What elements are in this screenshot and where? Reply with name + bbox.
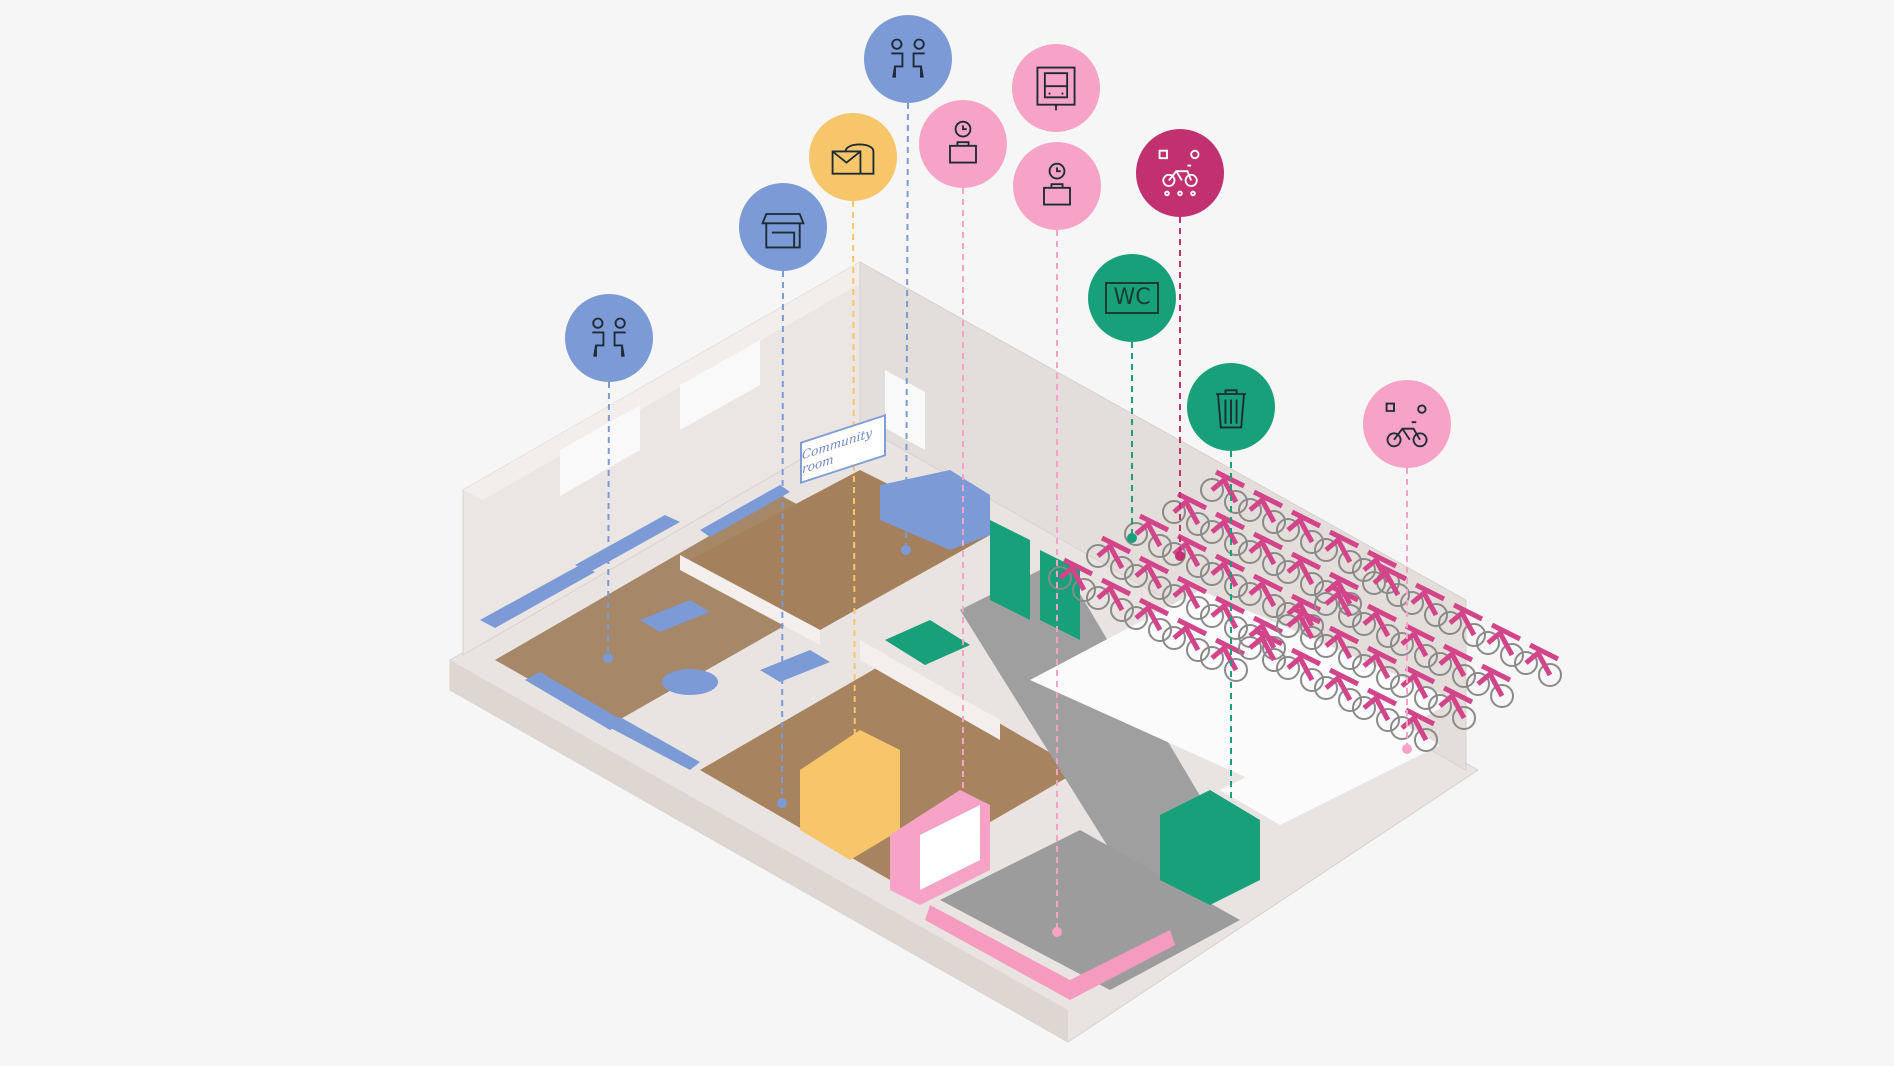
bike	[1314, 625, 1362, 670]
bus-pin[interactable]	[1012, 44, 1100, 132]
green-elements	[885, 520, 1260, 905]
bus-stop-icon	[1036, 66, 1076, 111]
bike	[1362, 562, 1410, 607]
bike	[1466, 663, 1514, 708]
wc-icon: WC	[1105, 282, 1159, 314]
bike	[1086, 577, 1134, 622]
meeting-top-leader-line	[905, 102, 909, 551]
meeting-top-pin[interactable]	[864, 15, 952, 103]
leader-lines	[603, 102, 1412, 937]
bike	[1200, 511, 1248, 556]
bike	[1162, 575, 1210, 620]
bike	[1162, 491, 1210, 536]
bike	[1428, 643, 1476, 688]
bike	[1276, 509, 1324, 554]
people-talking-icon	[592, 317, 626, 357]
clock-briefcase-icon	[949, 120, 977, 164]
luggage-2-pin[interactable]	[1013, 142, 1101, 230]
clock-briefcase-icon	[1043, 162, 1071, 206]
market-stall-icon	[761, 213, 805, 249]
parcel-pin[interactable]	[809, 113, 897, 201]
bike	[1352, 687, 1400, 732]
bike	[1238, 489, 1286, 534]
bike	[1238, 531, 1286, 576]
bike-racks	[1048, 469, 1562, 752]
bike	[1276, 605, 1324, 650]
bike	[1048, 557, 1096, 602]
trash-anchor-dot	[1226, 828, 1236, 838]
parcel-anchor-dot	[850, 786, 860, 796]
bike	[1314, 529, 1362, 574]
bike	[1162, 533, 1210, 578]
bike	[1124, 597, 1172, 642]
bike-share-pin[interactable]	[1136, 129, 1224, 217]
bike-share-anchor-dot	[1175, 551, 1185, 561]
bike	[1086, 535, 1134, 580]
bike-parking-anchor-dot	[1402, 744, 1412, 754]
meeting-left-anchor-dot	[603, 653, 613, 663]
meeting-left-pin[interactable]	[565, 294, 653, 382]
kiosk-pin[interactable]	[739, 183, 827, 271]
bike	[1438, 602, 1486, 647]
bike-parking-people-icon	[1158, 149, 1200, 197]
bike	[1238, 573, 1286, 618]
bike	[1276, 647, 1324, 692]
bike	[1476, 622, 1524, 667]
trash-pin[interactable]	[1187, 363, 1275, 451]
bike	[1514, 642, 1562, 687]
bike	[1314, 667, 1362, 712]
bike	[1428, 685, 1476, 730]
luggage-1-anchor-dot	[958, 792, 968, 802]
bike	[1352, 645, 1400, 690]
bike	[1124, 513, 1172, 558]
bike	[1314, 583, 1362, 628]
bike	[1352, 603, 1400, 648]
bike-parking-icon	[1385, 402, 1428, 448]
trash-bin-icon	[1216, 389, 1246, 429]
bike	[1162, 617, 1210, 662]
wc-pin[interactable]: WC	[1088, 254, 1176, 342]
people-talking-icon	[891, 38, 925, 78]
parcel-locker	[800, 730, 900, 860]
kiosk-anchor-dot	[777, 798, 787, 808]
meeting-left-leader-line	[607, 381, 610, 659]
parcel-locker-icon	[831, 143, 875, 175]
bike	[1400, 582, 1448, 627]
luggage-2-anchor-dot	[1052, 927, 1062, 937]
bike-parking-pin[interactable]	[1363, 380, 1451, 468]
wc-anchor-dot	[1127, 533, 1137, 543]
kiosk-leader-line	[781, 270, 784, 804]
bike	[1124, 555, 1172, 600]
bike	[1276, 551, 1324, 596]
meeting-top-anchor-dot	[901, 545, 911, 555]
bike	[1238, 627, 1286, 672]
bike	[1390, 623, 1438, 668]
luggage-1-pin[interactable]	[919, 100, 1007, 188]
